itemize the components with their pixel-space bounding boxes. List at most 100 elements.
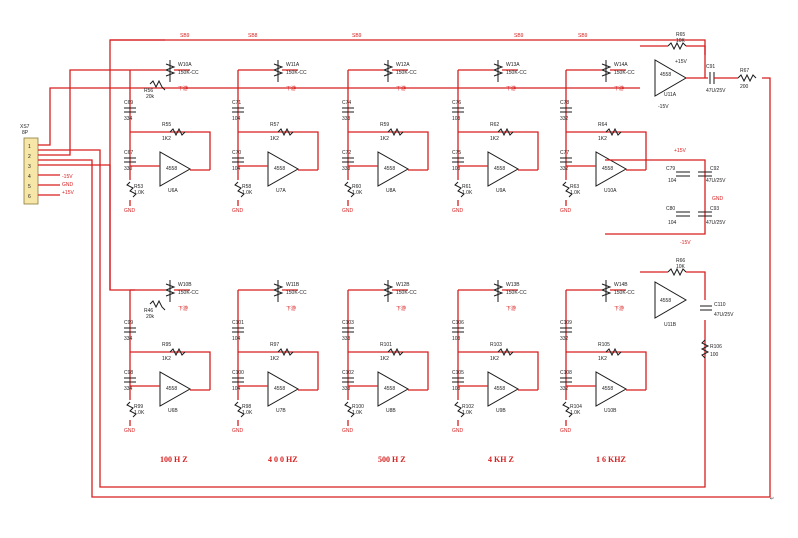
cap-ref: C102 — [342, 370, 354, 376]
gnd-label: GND — [232, 208, 244, 214]
cap-value: 47U/25V — [706, 178, 726, 184]
gnd-label: GND — [232, 428, 244, 434]
rfb-value: 1K2 — [162, 356, 171, 362]
rfb-ref: R59 — [380, 122, 389, 128]
rfb-value: 1K2 — [380, 136, 389, 142]
opamp-symbol — [267, 371, 300, 407]
rg-ref: R102 — [462, 404, 474, 410]
opamp-part: 4558 — [660, 298, 671, 304]
rin-ref: R56 — [144, 88, 153, 94]
rg-ref: R104 — [570, 404, 582, 410]
supply-block: +15V 104 C79 C92 47U/25V GND C80 104 C93… — [605, 148, 726, 246]
connector-xs7: XS7 8P 1 2 3 4 5 6 -15V GND +15V — [20, 124, 74, 205]
opamp-symbol — [487, 151, 520, 187]
opamp-symbol — [377, 371, 410, 407]
pot-ref: W10A — [178, 62, 192, 68]
rfb-value: 1K2 — [380, 356, 389, 362]
cap-ref: C80 — [666, 206, 675, 212]
cap-value: 104 — [668, 178, 677, 184]
rg-value: 1.0K — [462, 410, 473, 416]
cap-ref: C101 — [232, 320, 244, 326]
opamp-part: 4558 — [602, 386, 613, 392]
slider-label: 下游 — [396, 305, 406, 312]
slider-label: 下游 — [506, 85, 516, 92]
cap-ref: C100 — [232, 370, 244, 376]
slider-label: 下游 — [396, 85, 406, 92]
cap-ref: C109 — [560, 320, 572, 326]
opamp-symbol — [377, 151, 410, 187]
opamp-ref: U10B — [604, 408, 617, 414]
rfb-ref: R101 — [380, 342, 392, 348]
cap-ref: C70 — [232, 150, 241, 156]
pot-ref: W11B — [286, 282, 300, 288]
slider-label: 下游 — [178, 85, 188, 92]
opamp-part: 4558 — [166, 166, 177, 172]
cap-ref: C77 — [560, 150, 569, 156]
net-label: SB9 — [180, 33, 190, 39]
rg-value: 1.0K — [242, 410, 253, 416]
slider-label: 下游 — [178, 305, 188, 312]
pot-type: 150K-CC — [506, 70, 527, 76]
connector-pin-label: 6 — [28, 194, 31, 200]
opamp-part: 4558 — [494, 166, 505, 172]
gnd-label: GND — [452, 208, 464, 214]
opamp-ref: U9A — [496, 188, 506, 194]
cap-value: 332 — [560, 116, 569, 122]
rg-ref: R58 — [242, 184, 251, 190]
rfb-ref: R64 — [598, 122, 607, 128]
pot-ref: W11A — [286, 62, 300, 68]
cap-ref: C74 — [342, 100, 351, 106]
gnd-label: GND — [124, 208, 136, 214]
supply-pos: +15V — [674, 148, 686, 154]
cap-ref: C72 — [342, 150, 351, 156]
cap-value: 332 — [560, 166, 569, 172]
cap-value: 47U/25V — [714, 312, 734, 318]
gnd-label: GND — [560, 208, 572, 214]
cap-ref: C105 — [452, 370, 464, 376]
opamp-symbol — [159, 151, 192, 187]
gnd-label: GND — [560, 428, 572, 434]
rf-value: 10K — [676, 264, 686, 270]
gnd-label: GND — [124, 428, 136, 434]
rfb-ref: R57 — [270, 122, 279, 128]
cap-ref: C91 — [706, 64, 715, 70]
cap-ref: C98 — [124, 370, 133, 376]
cap-ref: C78 — [560, 100, 569, 106]
opamp-ref: U6B — [168, 408, 178, 414]
pot-ref: W14B — [614, 282, 628, 288]
pot-ref: W14A — [614, 62, 628, 68]
rg-value: 1.0K — [134, 190, 145, 196]
rg-value: 1.0K — [570, 190, 581, 196]
rg-ref: R61 — [462, 184, 471, 190]
cap-ref: C71 — [232, 100, 241, 106]
cap-value: 104 — [668, 220, 677, 226]
rg-value: 1.0K — [352, 410, 363, 416]
opamp-ref: U8B — [386, 408, 396, 414]
band-label: 4 KH Z — [488, 455, 514, 464]
rfb-ref: R62 — [490, 122, 499, 128]
cap-value: 104 — [232, 166, 241, 172]
pot-ref: W12A — [396, 62, 410, 68]
rf-label: R66 — [676, 258, 685, 264]
rfb-value: 1K2 — [162, 136, 171, 142]
opamp-part: 4558 — [274, 386, 285, 392]
cap-value: 333 — [342, 336, 351, 342]
pot-ref: W12B — [396, 282, 410, 288]
cap-ref: C108 — [560, 370, 572, 376]
slider-label: 下游 — [614, 85, 624, 92]
rail-label: -15V — [62, 174, 73, 180]
cap-ref: C92 — [710, 166, 719, 172]
cap-ref: C93 — [710, 206, 719, 212]
rfb-value: 1K2 — [598, 356, 607, 362]
band-label: 4 0 0 HZ — [268, 455, 298, 464]
rg-ref: R60 — [352, 184, 361, 190]
rg-ref: R99 — [134, 404, 143, 410]
opamp-symbol — [159, 371, 192, 407]
rg-value: 1.0K — [352, 190, 363, 196]
pot-ref: W13A — [506, 62, 520, 68]
rg-ref: R53 — [134, 184, 143, 190]
